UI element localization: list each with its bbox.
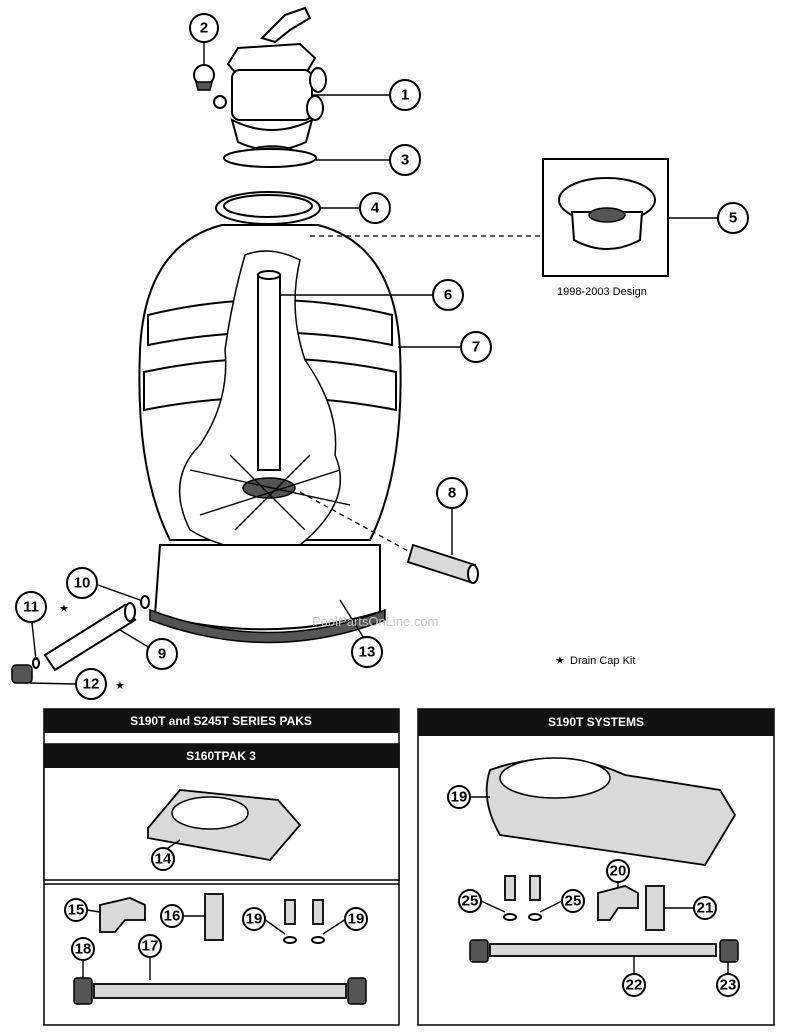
tpak-header: [44, 744, 399, 768]
star-11: ★: [59, 603, 69, 615]
svg-text:17: 17: [142, 938, 159, 955]
svg-text:25: 25: [565, 893, 582, 910]
pressure-gauge: [193, 64, 215, 91]
laterals: [189, 454, 351, 531]
svg-text:14: 14: [155, 851, 172, 868]
svg-text:8: 8: [448, 485, 456, 502]
callout-25b: 25: [561, 889, 585, 913]
callout-22: 21: [693, 896, 717, 920]
svg-text:20: 20: [610, 863, 627, 880]
star-12: ★: [115, 680, 125, 692]
bolts-right: [503, 875, 542, 921]
svg-text:23: 23: [720, 977, 737, 994]
systems-title: S190T SYSTEMS: [548, 715, 644, 729]
svg-text:3: 3: [401, 152, 409, 169]
legend-star: ★: [555, 655, 565, 667]
callout-24: 23: [716, 973, 740, 997]
union-adapter-right: [645, 885, 665, 931]
svg-text:9: 9: [158, 646, 166, 663]
paks-title: S190T and S245T SERIES PAKS: [130, 714, 312, 728]
elbow-fitting-right: [597, 885, 639, 921]
callout-25a: 25: [458, 889, 482, 913]
systems-header: [418, 709, 774, 736]
callout-6: 6: [432, 279, 464, 311]
drain-assembly: [406, 543, 479, 584]
callout-13: 13: [351, 636, 383, 668]
base-plate: [147, 789, 302, 861]
svg-text:4: 4: [371, 200, 380, 217]
bolts-left: [283, 899, 325, 944]
callout-21: 20: [606, 859, 630, 883]
svg-text:12: 12: [83, 676, 100, 693]
svg-text:21: 21: [697, 900, 714, 917]
watermark: PoolPartsOnLine.com: [312, 614, 438, 629]
svg-text:13: 13: [359, 644, 376, 661]
callout-20: 19: [447, 785, 471, 809]
callout-17: 17: [138, 934, 162, 958]
callout-9: 9: [146, 638, 178, 670]
callout-12: 12: [75, 668, 107, 700]
svg-text:19: 19: [451, 789, 468, 806]
callout-16: 16: [160, 904, 184, 928]
callout-18: 18: [71, 937, 95, 961]
legend-text: Drain Cap Kit: [570, 655, 635, 667]
callout-10: 10: [66, 567, 98, 599]
callout-15: 15: [64, 898, 88, 922]
o-ring: [223, 148, 317, 168]
callout-14: 14: [151, 847, 175, 871]
tpak-title: S160TPAK 3: [186, 749, 256, 763]
elbow-fitting: [99, 897, 146, 933]
drain-dash-line: [299, 491, 411, 553]
multiport-valve: [213, 6, 327, 159]
connector-pipe-right: [469, 939, 739, 963]
callout-8: 8: [436, 477, 468, 509]
svg-text:15: 15: [68, 902, 85, 919]
clamp-ring: [215, 191, 321, 225]
callout-19b: 19: [344, 907, 368, 931]
drain-cap: [11, 664, 33, 684]
svg-text:1: 1: [401, 87, 409, 104]
union-adapter: [204, 893, 224, 941]
drain-o-ring: [140, 595, 150, 609]
connector-pipe-left: [73, 977, 367, 1005]
svg-text:18: 18: [75, 941, 92, 958]
paks-header: [44, 709, 399, 733]
callout-1: 1: [389, 79, 421, 111]
callout-5: 5: [717, 202, 749, 234]
svg-text:22: 22: [626, 977, 643, 994]
callout-7: 7: [460, 331, 492, 363]
svg-text:16: 16: [164, 908, 181, 925]
callout-2: 2: [189, 13, 219, 43]
svg-text:19: 19: [348, 911, 365, 928]
callout-4: 4: [359, 192, 391, 224]
svg-text:25: 25: [462, 893, 479, 910]
inset-caption: 1998-2003 Design: [557, 286, 647, 298]
filter-base: [149, 544, 386, 644]
svg-text:10: 10: [74, 575, 91, 592]
svg-text:19: 19: [246, 911, 263, 928]
svg-text:6: 6: [444, 287, 452, 304]
callout-19a: 19: [242, 907, 266, 931]
svg-text:5: 5: [729, 210, 737, 227]
svg-text:2: 2: [200, 20, 208, 37]
svg-text:11: 11: [23, 599, 39, 616]
systems-box: [417, 708, 775, 1026]
callout-3: 3: [389, 144, 421, 176]
drain-pipe: [43, 602, 137, 672]
standpipe: [257, 270, 281, 471]
svg-text:7: 7: [472, 339, 480, 356]
callout-23: 22: [622, 973, 646, 997]
callout-11: 11: [15, 591, 47, 623]
diffuser-inset: [558, 177, 656, 250]
